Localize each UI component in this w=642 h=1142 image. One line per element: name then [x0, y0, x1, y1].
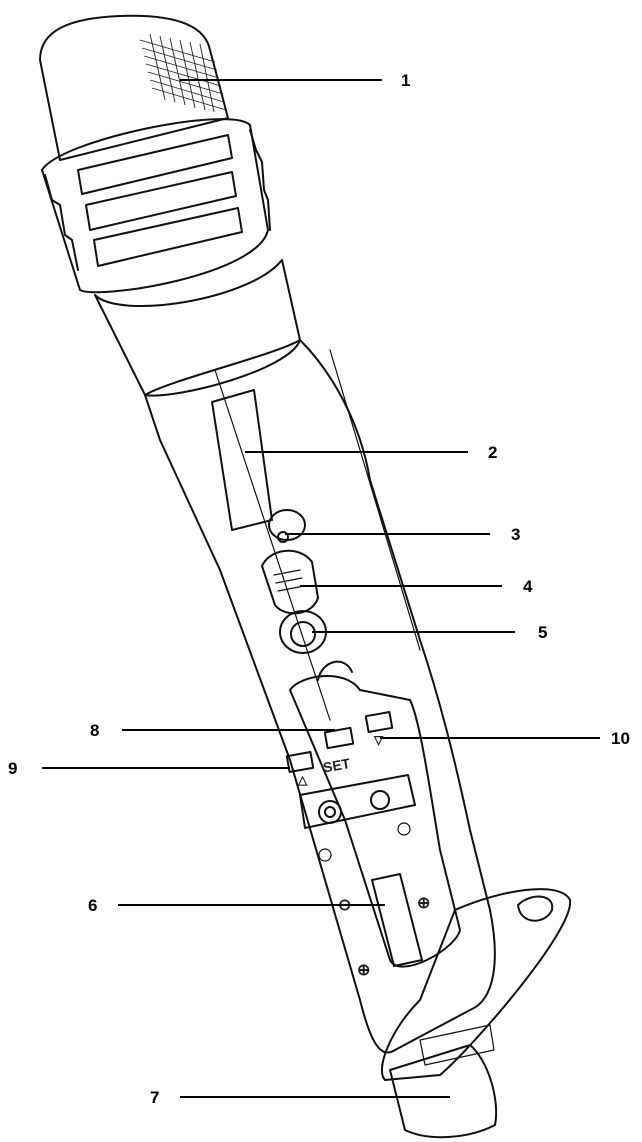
display-window: [211, 389, 273, 531]
grille-slot-1: [77, 134, 233, 195]
callout-7: 7: [150, 1088, 159, 1107]
grille-slot-3: [93, 207, 243, 267]
callout-2: 2: [488, 443, 497, 462]
callout-5: 5: [538, 623, 547, 642]
battery-cover: [380, 888, 572, 1081]
callout-9: 9: [8, 759, 17, 778]
callout-1: 1: [401, 71, 410, 90]
indicator-led: [268, 509, 306, 543]
up-symbol: △: [297, 773, 308, 787]
grille-mesh: [139, 33, 227, 113]
plus-symbol: ⊕: [417, 895, 430, 912]
down-button: [364, 711, 394, 733]
bottom-cap: [389, 1044, 498, 1139]
callout-10: 10: [611, 729, 630, 748]
grille-slot-2: [85, 171, 237, 231]
grille-head: [39, 14, 271, 294]
battery: [371, 873, 423, 967]
callout-numbers: 1 2 3 4 5 6 7 8 9 10: [8, 71, 630, 1107]
callout-4: 4: [523, 577, 533, 596]
set-button: [323, 726, 355, 750]
screw-symbol: ⊕: [357, 962, 370, 979]
callout-8: 8: [90, 721, 99, 740]
down-symbol: ▽: [373, 733, 384, 747]
callout-6: 6: [88, 896, 97, 915]
battery-compartment: SET △ ▽ ⊖ ⊕ ⊕: [285, 660, 461, 979]
set-label: SET: [322, 755, 352, 776]
leader-lines: [42, 79, 600, 1098]
up-button: [285, 751, 315, 773]
microphone-body: [94, 259, 496, 1054]
callout-3: 3: [511, 525, 520, 544]
power-switch: [261, 549, 319, 615]
